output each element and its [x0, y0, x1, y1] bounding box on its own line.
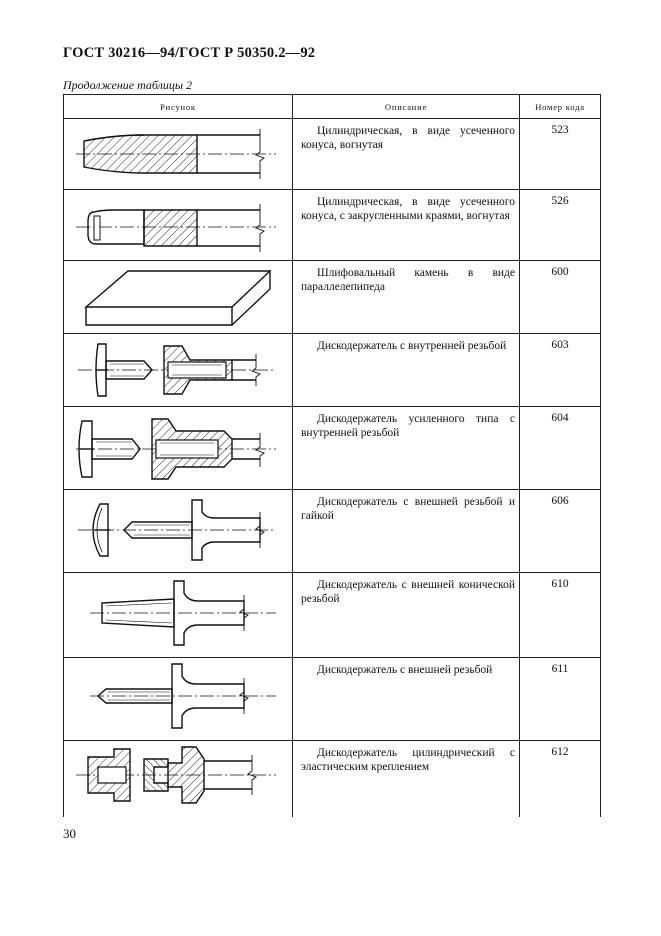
code-cell: 526 — [519, 189, 601, 261]
table-row: Дискодержатель усиленного типа с внутрен… — [63, 406, 601, 490]
description-cell: Дискодержатель с внешней резьбой — [292, 657, 520, 741]
document-header: ГОСТ 30216—94/ГОСТ Р 50350.2—92 — [63, 45, 316, 61]
figure-reinforced-disc-holder — [63, 406, 293, 490]
column-header-figure: Рисунок — [63, 94, 293, 119]
page-number: 30 — [63, 826, 76, 841]
figure-disc-holder-internal-thread — [63, 333, 293, 407]
code-cell: 600 — [519, 260, 601, 334]
table-row: Шлифовальный камень в виде параллелепипе… — [63, 260, 601, 334]
code-cell: 611 — [519, 657, 601, 741]
figure-disc-holder-external-thread — [63, 657, 293, 741]
code-cell: 523 — [519, 118, 601, 190]
code-cell: 606 — [519, 489, 601, 573]
figure-disc-holder-external-thread-nut — [63, 489, 293, 573]
figure-cylindrical-elastic-disc-holder — [63, 740, 293, 817]
table-row: Дискодержатель цилиндрический с эластиче… — [63, 740, 601, 817]
table-row: Дискодержатель с внешней конической резь… — [63, 572, 601, 658]
table-row: Дискодержатель с внешней резьбой 611 — [63, 657, 601, 741]
description-cell: Цилиндрическая, в виде усеченного конуса… — [292, 118, 520, 190]
figure-concave-truncated-cone — [63, 118, 293, 190]
description-cell: Дискодержатель с внешней конической резь… — [292, 572, 520, 658]
table-row: Дискодержатель с внешней резьбой и гайко… — [63, 489, 601, 573]
code-cell: 604 — [519, 406, 601, 490]
figure-disc-holder-conical-thread — [63, 572, 293, 658]
code-cell: 612 — [519, 740, 601, 817]
description-cell: Дискодержатель усиленного типа с внутрен… — [292, 406, 520, 490]
table-row: Цилиндрическая, в виде усеченного конуса… — [63, 189, 601, 261]
table-row: Дискодержатель с внутренней резьбой 603 — [63, 333, 601, 407]
code-cell: 603 — [519, 333, 601, 407]
table-row: Цилиндрическая, в виде усеченного конуса… — [63, 118, 601, 190]
description-cell: Дискодержатель с внешней резьбой и гайко… — [292, 489, 520, 573]
table-continuation-caption: Продолжение таблицы 2 — [63, 78, 193, 92]
code-cell: 610 — [519, 572, 601, 658]
code-table: Рисунок Описание Номер кода Цилиндрическ… — [63, 94, 601, 817]
figure-grinding-stone — [63, 260, 293, 334]
column-header-description: Описание — [292, 94, 520, 119]
description-cell: Шлифовальный камень в виде параллелепипе… — [292, 260, 520, 334]
description-cell: Дискодержатель с внутренней резьбой — [292, 333, 520, 407]
column-header-code: Номер кода — [519, 94, 601, 119]
description-cell: Цилиндрическая, в виде усеченного конуса… — [292, 189, 520, 261]
figure-rounded-concave-cone — [63, 189, 293, 261]
description-cell: Дискодержатель цилиндрический с эластиче… — [292, 740, 520, 817]
